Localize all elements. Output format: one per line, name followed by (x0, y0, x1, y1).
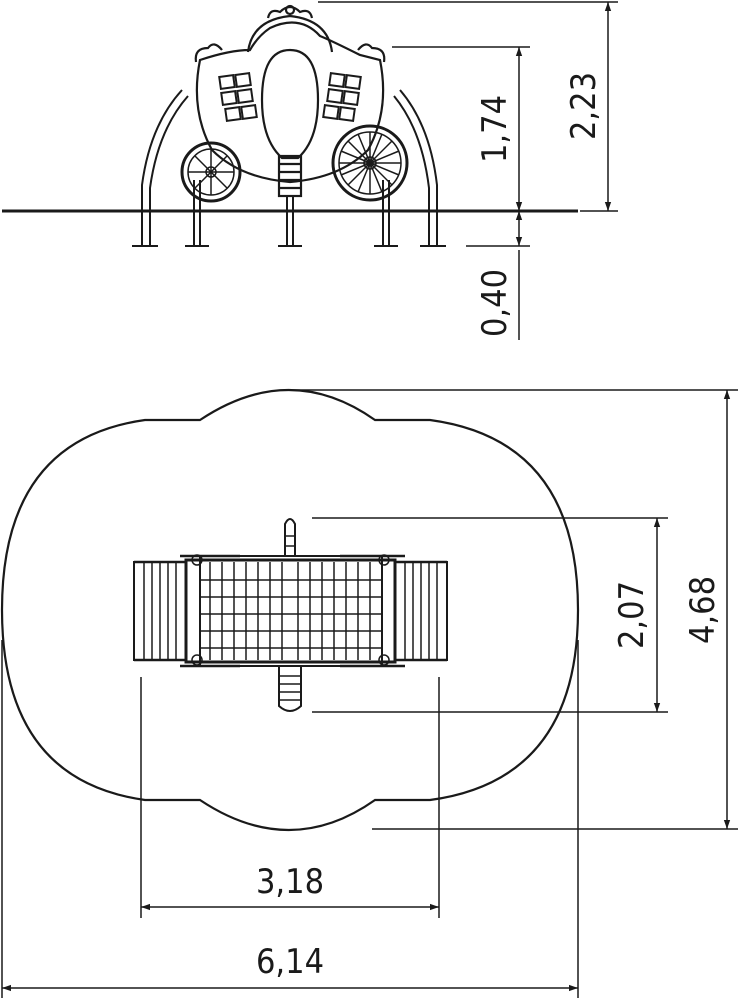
dimension-platform-height: 1,74 (392, 46, 530, 211)
side-arches (132, 89, 446, 247)
dimension-label-platform-height: 1,74 (475, 95, 515, 163)
dimension-label-safety-width: 6,14 (256, 942, 324, 982)
dimension-label-safety-depth: 4,68 (683, 576, 723, 644)
top-view: 2,07 4,68 3,18 6,14 (0, 389, 738, 998)
dimension-label-equipment-depth: 2,07 (612, 581, 652, 649)
safety-area-outline (0, 389, 580, 831)
equipment-footprint (133, 518, 448, 712)
ground-posts (185, 180, 398, 247)
dimension-label-total-height: 2,23 (564, 72, 604, 140)
carriage-windows (218, 71, 362, 123)
dimension-equipment-depth: 2,07 (312, 517, 668, 713)
dimension-label-foundation-depth: 0,40 (475, 269, 515, 337)
dimension-safety-width: 6,14 (1, 640, 579, 998)
large-wheel (331, 124, 409, 202)
dimension-foundation-depth: 0,40 (466, 211, 530, 340)
carriage-body (194, 4, 386, 198)
side-view: 1,74 2,23 0,40 (2, 1, 618, 340)
small-wheel (180, 141, 242, 203)
dimension-equipment-width: 3,18 (140, 677, 440, 918)
dimension-label-equipment-width: 3,18 (256, 862, 324, 902)
dimension-total-height: 2,23 (318, 1, 618, 212)
dimension-safety-depth: 4,68 (290, 389, 738, 830)
